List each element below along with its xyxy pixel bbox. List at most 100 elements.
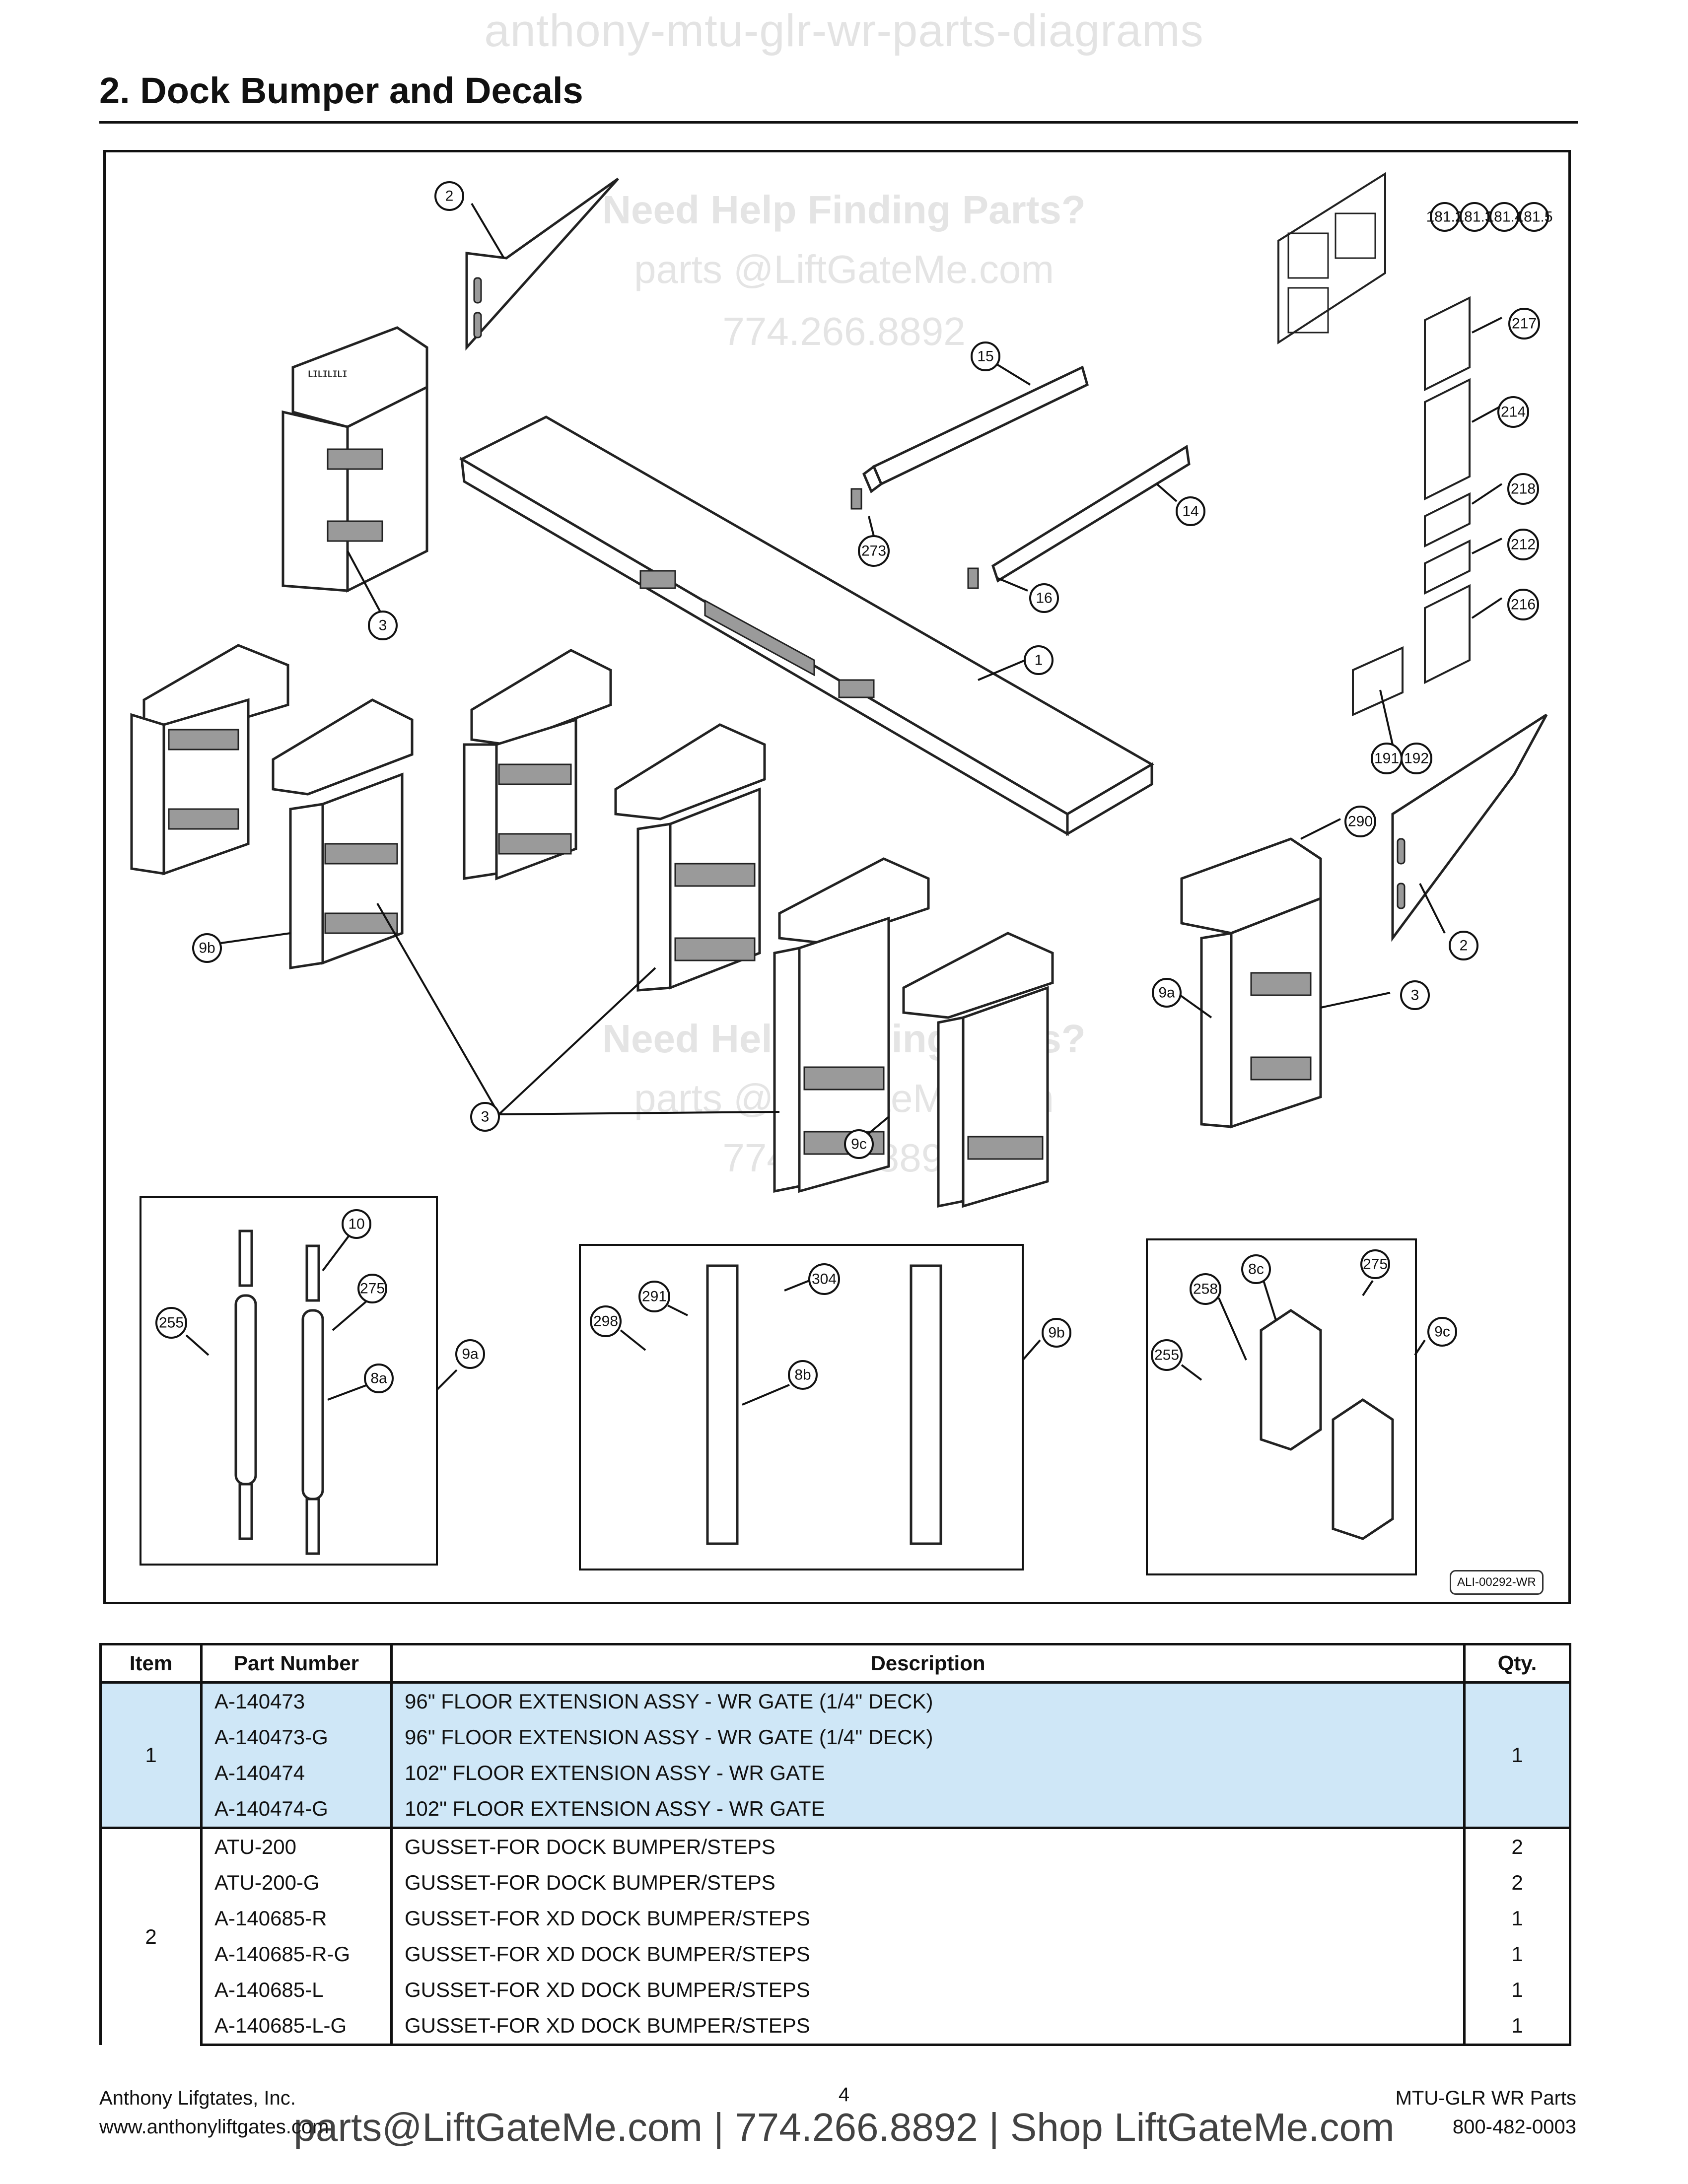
svg-text:8a: 8a	[370, 1370, 387, 1387]
description-cell: 102" FLOOR EXTENSION ASSY - WR GATE	[390, 1791, 1466, 1828]
table-row: A-140474-G 102" FLOOR EXTENSION ASSY - W…	[101, 1791, 1570, 1828]
svg-text:9a: 9a	[462, 1346, 479, 1363]
callout-214: 214	[1497, 396, 1529, 428]
title-rule	[99, 121, 1578, 124]
callout-217: 217	[1508, 308, 1540, 340]
dock-bumper-top-left-drawing: ʟɪʟɪʟɪʟɪ	[281, 326, 428, 593]
top-watermark: anthony-mtu-glr-wr-parts-diagrams	[484, 5, 1204, 56]
callout-2-top: 2	[434, 181, 464, 211]
part-number-cell: ATU-200	[200, 1827, 393, 1865]
callout-290: 290	[1344, 806, 1376, 837]
svg-text:1: 1	[1035, 652, 1043, 669]
svg-text:181.5: 181.5	[1515, 209, 1552, 225]
callout-218: 218	[1507, 473, 1539, 505]
callout-3-right: 3	[1400, 980, 1430, 1010]
description-cell: GUSSET-FOR XD DOCK BUMPER/STEPS	[390, 1936, 1466, 1972]
callout-216: 216	[1507, 589, 1539, 620]
svg-text:275: 275	[360, 1281, 385, 1297]
svg-text:9c: 9c	[1434, 1324, 1450, 1340]
angle-15-drawing	[862, 365, 1089, 493]
part-number-cell: A-140685-R-G	[200, 1936, 393, 1972]
callout-181-5: 181.5	[1515, 202, 1553, 232]
callout-3-top-left: 3	[368, 611, 398, 640]
callout-275-b: 275	[1360, 1249, 1390, 1279]
part-number-cell: A-140685-L-G	[200, 2008, 393, 2046]
table-row: A-140685-L GUSSET-FOR XD DOCK BUMPER/STE…	[101, 1972, 1571, 2008]
table-row: A-140685-R GUSSET-FOR XD DOCK BUMPER/STE…	[101, 1901, 1571, 1936]
qty-cell: 1	[1463, 1936, 1571, 1972]
decal-216	[1424, 584, 1471, 684]
svg-text:2: 2	[445, 188, 454, 205]
svg-text:290: 290	[1348, 814, 1373, 830]
svg-text:216: 216	[1511, 597, 1536, 613]
part-number-cell: A-140685-L	[200, 1972, 393, 2008]
svg-text:214: 214	[1501, 404, 1526, 420]
exploded-parts-diagram: Need Help Finding Parts? parts @LiftGate…	[130, 172, 1553, 1575]
qty-cell: 1	[1463, 1901, 1571, 1936]
svg-text:3: 3	[379, 617, 387, 634]
svg-text:2: 2	[1460, 938, 1468, 954]
callout-9c-inset: 9c	[1427, 1317, 1457, 1347]
table-row: 1 A-140473 96" FLOOR EXTENSION ASSY - WR…	[99, 1681, 1571, 1828]
diagram-reference-tag: ALI-00292-WR	[1450, 1570, 1544, 1595]
callout-191: 191	[1371, 743, 1403, 774]
callout-258: 258	[1190, 1273, 1221, 1305]
svg-text:291: 291	[642, 1289, 667, 1305]
callout-255-b: 255	[1151, 1339, 1183, 1371]
section-title: 2. Dock Bumper and Decals	[99, 70, 583, 111]
svg-text:258: 258	[1193, 1281, 1218, 1297]
svg-text:181.3: 181.3	[1456, 209, 1493, 225]
leader-lines	[185, 203, 1503, 1406]
callout-212: 212	[1507, 529, 1539, 560]
svg-text:275: 275	[1363, 1256, 1388, 1273]
watermark-help-heading: Need Help Finding Parts?	[602, 188, 1085, 232]
footer-company: Anthony Lifgtates, Inc.	[99, 2087, 296, 2109]
callout-15: 15	[971, 341, 1000, 371]
angle-14-drawing	[991, 444, 1191, 583]
footer-left: Anthony Lifgtates, Inc. www.anthonyliftg…	[99, 2084, 329, 2141]
gusset-top-drawing	[465, 177, 619, 351]
hardware-273-16	[850, 488, 979, 589]
floor-extension-drawing	[459, 415, 1154, 836]
svg-text:9b: 9b	[199, 940, 215, 956]
page-number: 4	[838, 2084, 850, 2106]
svg-text:192: 192	[1404, 751, 1429, 767]
diagram-frame	[103, 150, 1571, 1604]
svg-text:3: 3	[481, 1109, 490, 1125]
table-row: 2 ATU-200 GUSSET-FOR DOCK BUMPER/STEPS 2	[99, 1827, 1571, 2045]
callout-192: 192	[1401, 743, 1432, 774]
decal-218	[1424, 492, 1471, 548]
svg-text:191: 191	[1374, 751, 1399, 767]
qty-cell: 1	[1463, 1681, 1571, 1828]
footer-website-link[interactable]: www.anthonyliftgates.com	[99, 2116, 329, 2138]
footer-doc-title: MTU-GLR WR Parts	[1395, 2087, 1576, 2109]
callout-9a-main: 9a	[1152, 978, 1182, 1008]
callout-16: 16	[1029, 583, 1059, 613]
part-number-cell: A-140685-R	[200, 1901, 393, 1936]
gusset-right-drawing	[1391, 713, 1548, 942]
svg-text:304: 304	[812, 1271, 837, 1288]
callout-3-bottom: 3	[470, 1102, 500, 1132]
description-cell: GUSSET-FOR XD DOCK BUMPER/STEPS	[390, 1901, 1466, 1936]
parts-table: Item Part Number Description Qty. 1 A-14…	[99, 1643, 1571, 2046]
table-row: ATU-200-G GUSSET-FOR DOCK BUMPER/STEPS 2	[101, 1865, 1571, 1901]
dock-bumper-right-drawing	[1180, 837, 1322, 1129]
header-item: Item	[99, 1643, 203, 1684]
item-cell: 1	[99, 1681, 203, 1828]
part-number-cell: A-140474-G	[200, 1791, 393, 1828]
svg-text:9a: 9a	[1158, 985, 1175, 1001]
callout-8a: 8a	[364, 1364, 394, 1393]
svg-text:255: 255	[159, 1315, 184, 1331]
callout-9b-inset: 9b	[1042, 1318, 1071, 1348]
item-cell: 2	[99, 1827, 203, 2045]
callout-273: 273	[858, 535, 890, 567]
callout-291: 291	[638, 1281, 670, 1312]
svg-text:9c: 9c	[851, 1136, 867, 1153]
callout-10: 10	[342, 1209, 371, 1239]
callout-275-a: 275	[357, 1274, 387, 1303]
inset-9c	[1146, 1238, 1417, 1575]
description-cell: GUSSET-FOR XD DOCK BUMPER/STEPS	[390, 1972, 1466, 2008]
svg-text:181.4: 181.4	[1485, 209, 1523, 225]
footer-phone: 800-482-0003	[1452, 2116, 1576, 2138]
callout-304: 304	[808, 1263, 840, 1295]
